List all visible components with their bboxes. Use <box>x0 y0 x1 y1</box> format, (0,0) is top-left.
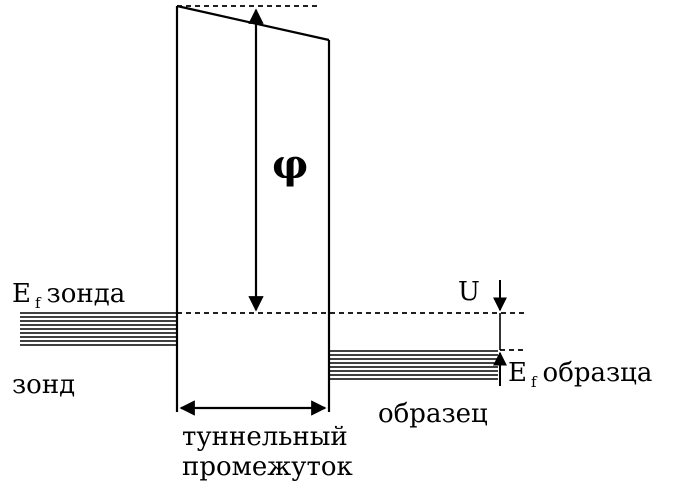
probe-label: зонд <box>12 370 75 400</box>
gap-label-line1: туннельный <box>182 422 348 452</box>
sample-states-hatch <box>330 350 498 380</box>
probe-states-hatch <box>20 312 178 346</box>
barrier-outline <box>175 4 331 412</box>
sample-label: образец <box>378 399 488 429</box>
phi-label: φ <box>272 141 308 188</box>
bias-label: U <box>458 277 480 307</box>
gap-label-line2: промежуток <box>182 452 353 482</box>
